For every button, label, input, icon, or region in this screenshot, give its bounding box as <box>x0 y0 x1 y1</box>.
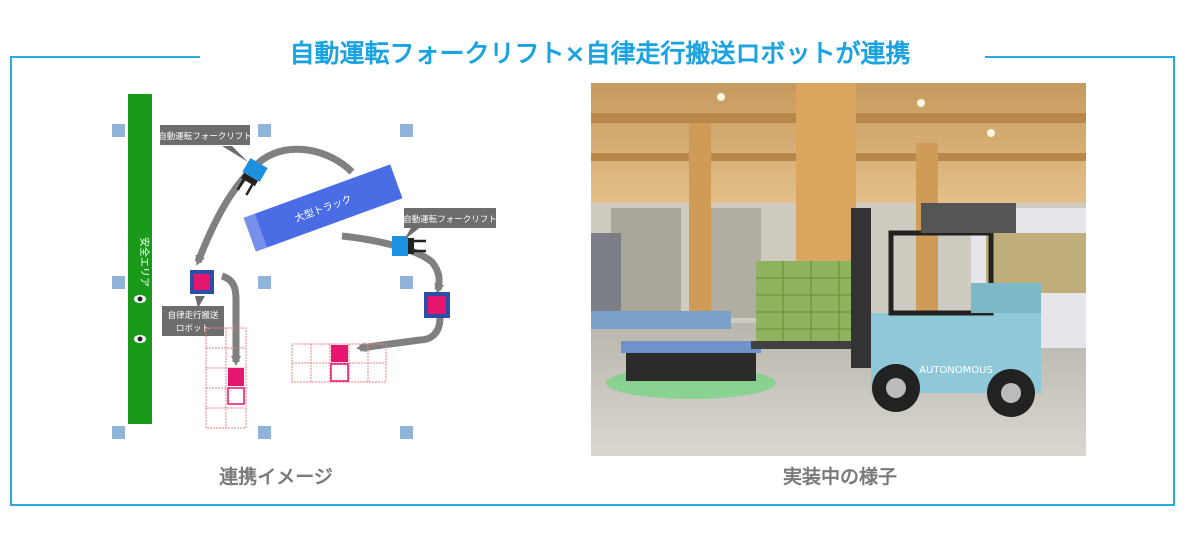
forklift-label: 自動運転フォークリフト <box>158 131 252 142</box>
collaboration-diagram: 安全エリア 大型トラック 自動運転フォークリフト 自動運転フォークリフト <box>112 94 497 439</box>
route-arrow <box>220 272 241 366</box>
robot-icon <box>190 270 214 294</box>
callout-pointer <box>195 296 205 308</box>
robot-label: 自律走行搬送 <box>167 310 219 321</box>
robot-icon <box>331 345 348 362</box>
route-arrow <box>194 145 355 266</box>
corner-marker <box>112 426 125 439</box>
callout-pointer <box>222 146 248 162</box>
robot-icon <box>424 292 450 318</box>
content-frame <box>10 56 1175 506</box>
robot-label: ロボット <box>176 324 210 334</box>
frame-top-line-right <box>985 56 1175 58</box>
corner-marker <box>400 124 413 137</box>
corner-marker <box>112 124 125 137</box>
forklift-label-box <box>404 208 496 228</box>
eye-icon <box>134 335 146 343</box>
robot-label-box <box>162 306 224 336</box>
page-title: 自動運転フォークリフト×自律走行搬送ロボットが連携 <box>289 39 911 68</box>
route-arrow <box>341 232 445 294</box>
robot-slot-outline <box>330 363 349 382</box>
corner-marker <box>258 276 271 289</box>
safe-area-bar <box>128 94 152 424</box>
warehouse-illustration: AUTONOMOUS <box>591 83 1086 456</box>
eye-icon <box>134 295 146 303</box>
corner-marker <box>400 276 413 289</box>
corner-marker <box>400 426 413 439</box>
forklift-icon <box>392 236 426 256</box>
corner-marker <box>258 124 271 137</box>
robot-icon <box>228 368 244 386</box>
robot-slot-outline <box>227 387 245 405</box>
safe-area-label: 安全エリア <box>138 237 151 287</box>
frame-top-line-left <box>10 56 200 58</box>
truck: 大型トラック <box>243 164 403 252</box>
route-arrow <box>356 317 444 353</box>
forklift-label-box <box>160 125 250 145</box>
diagram-caption: 連携イメージ <box>219 466 333 488</box>
warehouse-photo: AUTONOMOUS <box>591 83 1086 456</box>
corner-marker <box>258 426 271 439</box>
callout-pointer <box>404 226 422 240</box>
storage-grid <box>291 343 387 383</box>
forklift-label: 自動運転フォークリフト <box>403 214 497 225</box>
forklift-text: AUTONOMOUS <box>919 365 993 376</box>
forklift-icon <box>236 158 268 196</box>
corner-marker <box>112 276 125 289</box>
photo-caption: 実装中の様子 <box>782 466 897 488</box>
